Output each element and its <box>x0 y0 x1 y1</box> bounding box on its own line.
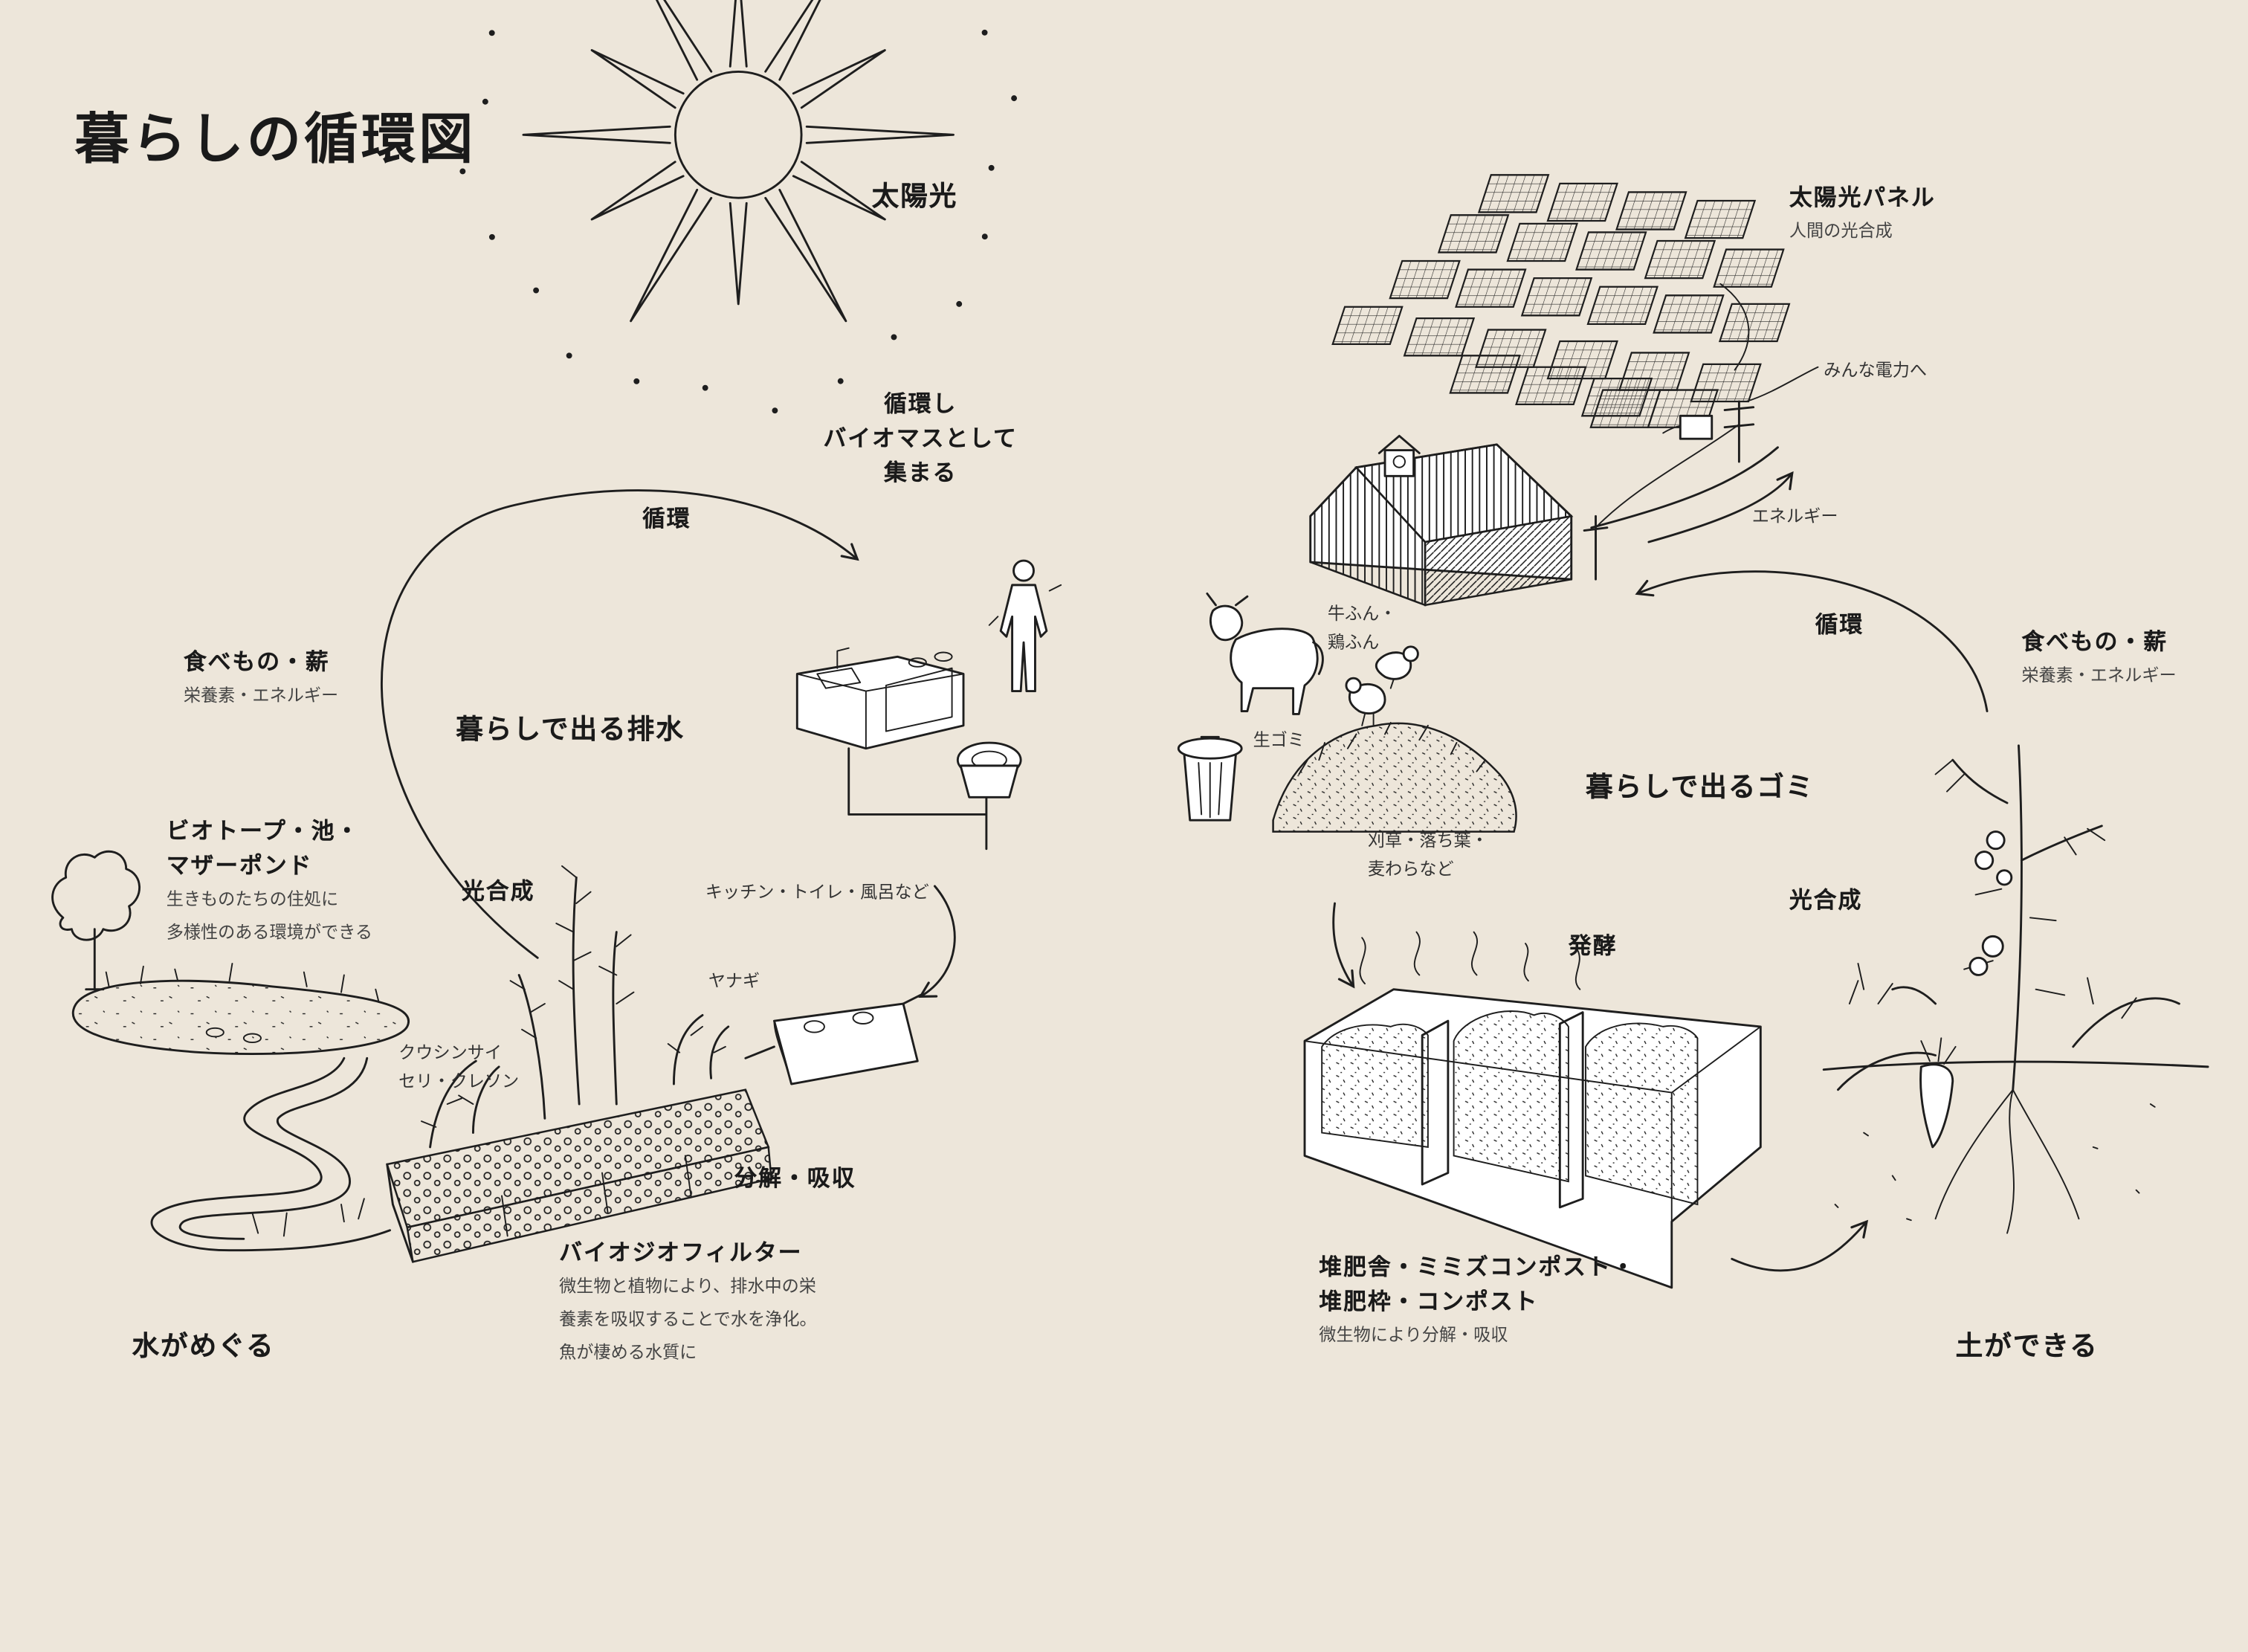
willow-label: ヤナギ <box>708 970 760 991</box>
biofilter-desc-line-3: 魚が棲める水質に <box>559 1342 697 1363</box>
household-waste-label: 暮らしで出るゴミ <box>1586 771 1815 804</box>
cycle-arrow-icon <box>381 366 1989 1272</box>
solar-panel-block: 太陽光パネル 人間の光合成 <box>1789 181 1936 248</box>
manure-label: 牛ふん・ 鶏ふん <box>1328 599 1397 656</box>
water-plants-line-1: クウシンサイ <box>398 1042 503 1063</box>
tomato-plant-icon <box>1822 744 2209 1234</box>
tree-icon <box>51 850 140 991</box>
water-plants-label: クウシンサイ セリ・クレソン <box>398 1038 519 1095</box>
cow-icon <box>1206 592 1324 715</box>
right-photosynthesis-label: 光合成 <box>1789 885 1863 914</box>
biomass-collect-line-2: バイオマスとして <box>823 424 1018 452</box>
page-title: 暮らしの循環図 <box>74 107 477 171</box>
barn-icon <box>1309 434 1574 607</box>
carrot-icon <box>1919 1037 1957 1149</box>
pond-icon <box>71 963 410 1056</box>
energy-label: エネルギー <box>1751 506 1838 526</box>
left-food-block: 食べもの・薪 栄養素・エネルギー <box>184 645 338 713</box>
toilet-icon <box>956 741 1022 798</box>
left-photosynthesis-label: 光合成 <box>462 877 535 905</box>
manure-line-2: 鶏ふん <box>1327 632 1380 653</box>
decompose-label: 分解・吸収 <box>734 1164 856 1192</box>
sunlight-label: 太陽光 <box>871 181 958 213</box>
fermentation-label: 発酵 <box>1568 932 1618 960</box>
willow-icon <box>421 865 730 1149</box>
power-company-label: みんな電力へ <box>1824 360 1928 381</box>
solar-panel-title: 太陽光パネル <box>1789 183 1936 211</box>
sun-icon <box>459 0 1018 414</box>
person-icon <box>988 559 1062 693</box>
right-food-block: 食べもの・薪 栄養素・エネルギー <box>2021 625 2176 693</box>
kitchen-waste-label: 生ゴミ <box>1253 729 1305 750</box>
chicken-icon <box>1345 645 1419 726</box>
kitchen-sink-icon <box>795 647 988 851</box>
compost-desc: 微生物により分解・吸収 <box>1319 1325 1508 1346</box>
water-cycle-label: 水がめぐる <box>132 1330 275 1363</box>
left-food-title: 食べもの・薪 <box>183 648 330 676</box>
septic-tank-icon <box>744 994 922 1085</box>
wastewater-label: 暮らしで出る排水 <box>456 714 685 746</box>
biotope-title-line-2: マザーポンド <box>166 851 313 880</box>
compost-block: 堆肥舎・ミミズコンポスト・ 堆肥枠・コンポスト 微生物により分解・吸収 <box>1319 1251 1635 1352</box>
biomass-collect-line-3: 集まる <box>883 459 957 486</box>
biotope-title-line-1: ビオトープ・池・ <box>166 817 361 845</box>
biofilter-title: バイオジオフィルター <box>559 1239 803 1266</box>
manure-line-1: 牛ふん・ <box>1327 603 1397 624</box>
biofilter-block: バイオジオフィルター 微生物と植物により、排水中の栄 養素を吸収することで水を浄… <box>559 1236 816 1369</box>
biotope-desc-line-1: 生きものたちの住処に <box>166 888 339 909</box>
biomass-collect-label: 循環し バイオマスとして 集まる <box>820 387 1021 491</box>
compost-pile-icon <box>1272 722 1517 833</box>
wastewater-sources-label: キッチン・トイレ・風呂など <box>705 882 929 903</box>
biofilter-icon <box>386 1088 772 1263</box>
compost-title-line-1: 堆肥舎・ミミズコンポスト・ <box>1319 1253 1636 1281</box>
trash-can-icon <box>1177 735 1243 822</box>
stream-icon <box>150 1056 392 1252</box>
compost-bin-icon <box>1303 931 1762 1289</box>
grass-clippings-line-1: 刈草・落ち葉・ <box>1367 830 1488 851</box>
grass-clippings-line-2: 麦わらなど <box>1367 859 1454 880</box>
biofilter-desc-line-2: 養素を吸収することで水を浄化。 <box>559 1309 817 1329</box>
right-food-subtitle: 栄養素・エネルギー <box>2021 665 2177 685</box>
solar-panel-array-icon <box>1331 174 1791 434</box>
left-food-subtitle: 栄養素・エネルギー <box>183 685 339 706</box>
biotope-block: ビオトープ・池・ マザーポンド 生きものたちの住処に 多様性のある環境ができる <box>167 814 372 949</box>
grass-clippings-label: 刈草・落ち葉・ 麦わらなど <box>1368 826 1488 883</box>
soil-formation-label: 土ができる <box>1955 1330 2099 1363</box>
power-pole-icon <box>1583 400 1755 581</box>
biotope-desc-line-2: 多様性のある環境ができる <box>166 922 372 943</box>
left-cycle-label: 循環 <box>642 504 691 532</box>
right-cycle-label: 循環 <box>1815 610 1864 639</box>
water-plants-line-2: セリ・クレソン <box>398 1071 520 1091</box>
solar-panel-subtitle: 人間の光合成 <box>1789 221 1893 242</box>
biomass-collect-line-1: 循環し <box>883 390 957 418</box>
biofilter-desc-line-1: 微生物と植物により、排水中の栄 <box>559 1276 816 1297</box>
compost-title-line-2: 堆肥枠・コンポスト <box>1319 1287 1539 1315</box>
right-food-title: 食べもの・薪 <box>2021 627 2168 656</box>
